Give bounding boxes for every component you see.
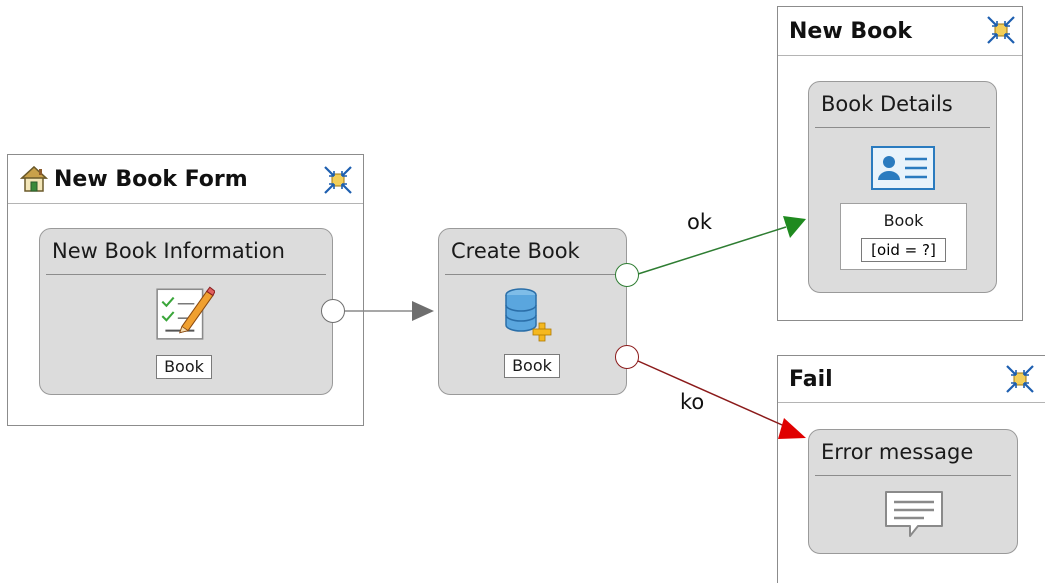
flow-arrowhead bbox=[412, 301, 434, 321]
book-details-unit[interactable]: Book Details Book [oid = ?] bbox=[808, 81, 997, 293]
form-entry-icon bbox=[156, 286, 215, 340]
divider bbox=[46, 274, 326, 275]
entity-label: Book bbox=[504, 354, 560, 378]
home-icon bbox=[20, 165, 48, 192]
selector-condition: [oid = ?] bbox=[861, 238, 946, 262]
unit-title: New Book Information bbox=[52, 239, 285, 263]
unit-title: Book Details bbox=[821, 92, 953, 116]
fail-panel[interactable]: Fail Error message bbox=[777, 355, 1045, 583]
outgoing-port[interactable] bbox=[321, 299, 345, 323]
ok-port[interactable] bbox=[615, 263, 639, 287]
flow-ko bbox=[637, 360, 790, 429]
id-card-icon bbox=[871, 146, 935, 190]
ko-port[interactable] bbox=[615, 345, 639, 369]
panel-title: New Book bbox=[789, 19, 912, 44]
create-book-unit[interactable]: Create Book Book bbox=[438, 228, 627, 395]
panel-header: New Book bbox=[778, 7, 1022, 56]
error-message-unit[interactable]: Error message bbox=[808, 429, 1018, 554]
entity-details-box: Book [oid = ?] bbox=[840, 203, 967, 270]
new-book-panel[interactable]: New Book Book Details Book [oid = ?] bbox=[777, 6, 1023, 321]
divider bbox=[445, 274, 620, 275]
new-book-information-unit[interactable]: New Book Information Book bbox=[39, 228, 333, 395]
collapse-icon[interactable] bbox=[1005, 364, 1035, 394]
new-book-form-panel[interactable]: New Book Form New Book Information Book bbox=[7, 154, 364, 426]
panel-title: Fail bbox=[789, 367, 833, 392]
unit-title: Create Book bbox=[451, 239, 580, 263]
unit-title: Error message bbox=[821, 440, 974, 464]
flow-ok bbox=[637, 226, 787, 275]
divider bbox=[815, 127, 990, 128]
ko-flow-label: ko bbox=[680, 390, 705, 414]
ok-flow-label: ok bbox=[687, 210, 713, 234]
collapse-icon[interactable] bbox=[986, 15, 1016, 45]
panel-header: Fail bbox=[778, 356, 1045, 403]
entity-label: Book bbox=[156, 355, 212, 379]
divider bbox=[815, 475, 1011, 476]
entity-label: Book bbox=[883, 211, 924, 230]
message-bubble-icon bbox=[885, 491, 943, 537]
panel-title: New Book Form bbox=[54, 167, 248, 192]
collapse-icon[interactable] bbox=[323, 165, 353, 195]
panel-header: New Book Form bbox=[8, 155, 363, 204]
database-create-icon bbox=[505, 288, 552, 342]
